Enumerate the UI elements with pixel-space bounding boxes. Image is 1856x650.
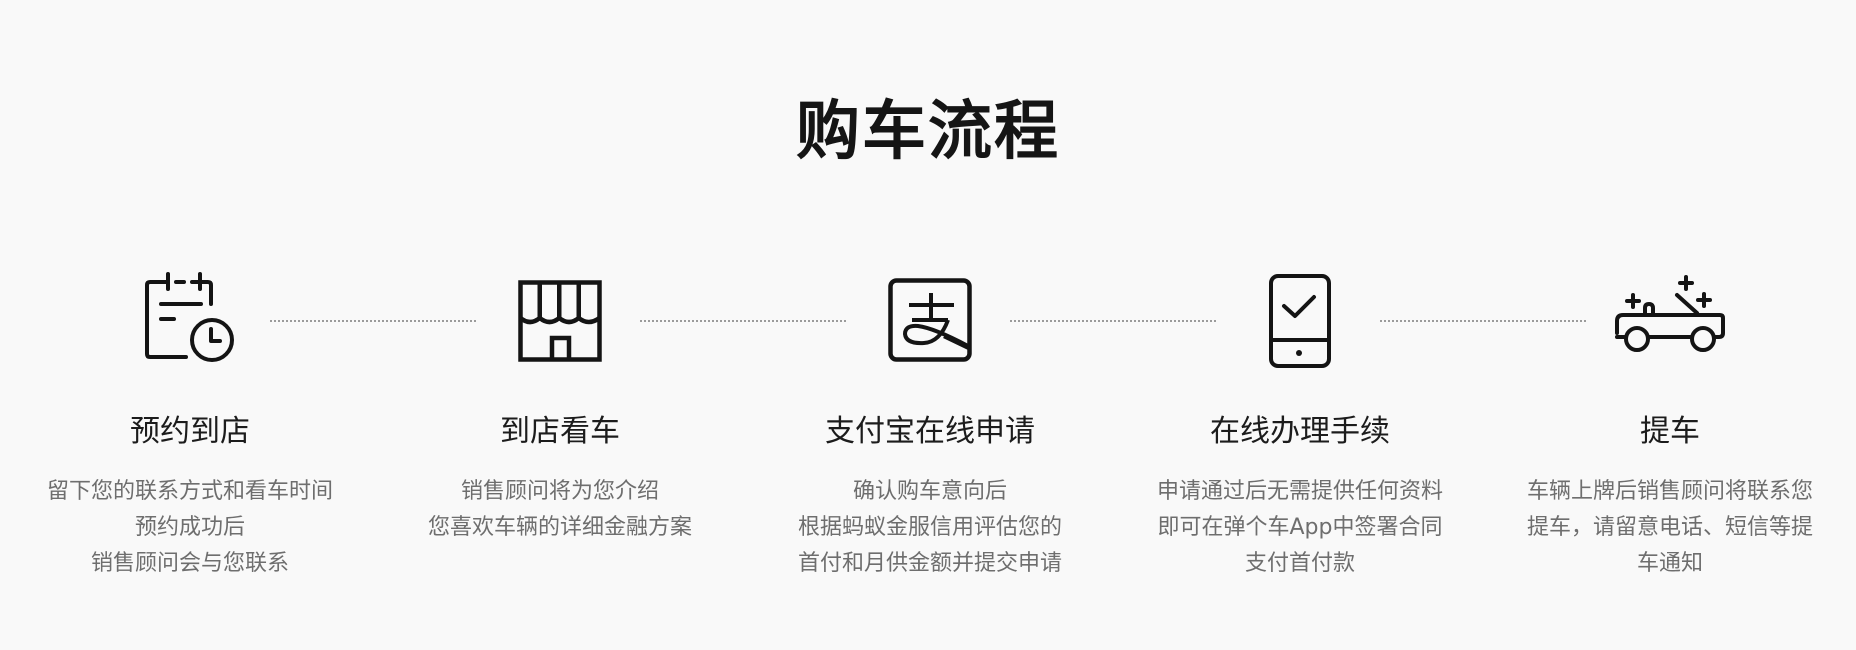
alipay-icon [888,278,972,362]
store-icon [518,280,602,362]
step-description: 留下您的联系方式和看车时间 预约成功后 销售顾问会与您联系 [46,479,333,576]
step-description: 销售顾问将为您介绍 您喜欢车辆的详细金融方案 [427,479,692,540]
step-description: 申请通过后无需提供任何资料 即可在弹个车App中签署合同 支付首付款 [1156,479,1443,576]
car-sparkle-icon [1615,275,1725,352]
step-title: 支付宝在线申请 [825,414,1035,449]
step-pick-up-car: 提车 车辆上牌后销售顾问将联系您 提车，请留意电话、短信等提 车通知 [1485,260,1855,620]
dotted-connector [270,320,476,322]
step-description: 确认购车意向后 根据蚂蚁金服信用评估您的 首付和月供金额并提交申请 [797,479,1062,576]
step-online-procedures: 在线办理手续 申请通过后无需提供任何资料 即可在弹个车App中签署合同 支付首付… [1115,260,1485,620]
step-title: 到店看车 [500,414,620,449]
dotted-connector [1010,320,1216,322]
step-book-visit: 预约到店 留下您的联系方式和看车时间 预约成功后 销售顾问会与您联系 [5,260,375,620]
step-description: 车辆上牌后销售顾问将联系您 提车，请留意电话、短信等提 车通知 [1526,479,1813,576]
step-title: 提车 [1640,414,1700,449]
step-visit-store: 到店看车 销售顾问将为您介绍 您喜欢车辆的详细金融方案 [375,260,745,620]
dotted-connector [640,320,846,322]
step-title: 预约到店 [130,414,250,449]
step-title: 在线办理手续 [1210,414,1390,449]
step-alipay-apply: 支付宝在线申请 确认购车意向后 根据蚂蚁金服信用评估您的 首付和月供金额并提交申… [745,260,1115,620]
phone-check-icon [1269,274,1331,368]
page-title: 购车流程 [796,94,1060,169]
purchase-process-steps: 预约到店 留下您的联系方式和看车时间 预约成功后 销售顾问会与您联系 到店看车 … [5,260,1855,620]
dotted-connector [1380,320,1586,322]
calendar-clock-icon [145,272,234,362]
